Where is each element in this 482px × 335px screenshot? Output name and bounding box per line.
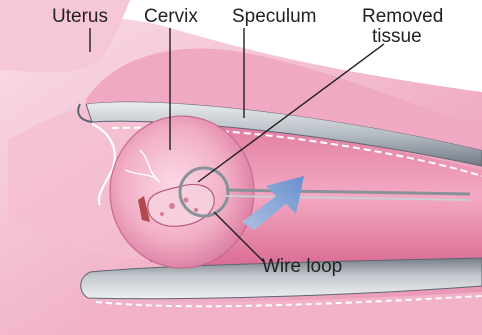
label-uterus: Uterus — [52, 6, 108, 27]
label-wire-loop: Wire loop — [262, 256, 342, 277]
label-removed-tissue-line2: tissue — [372, 26, 422, 47]
label-speculum: Speculum — [232, 6, 317, 27]
label-removed-tissue-line1: Removed — [362, 6, 443, 27]
label-cervix: Cervix — [144, 6, 198, 27]
